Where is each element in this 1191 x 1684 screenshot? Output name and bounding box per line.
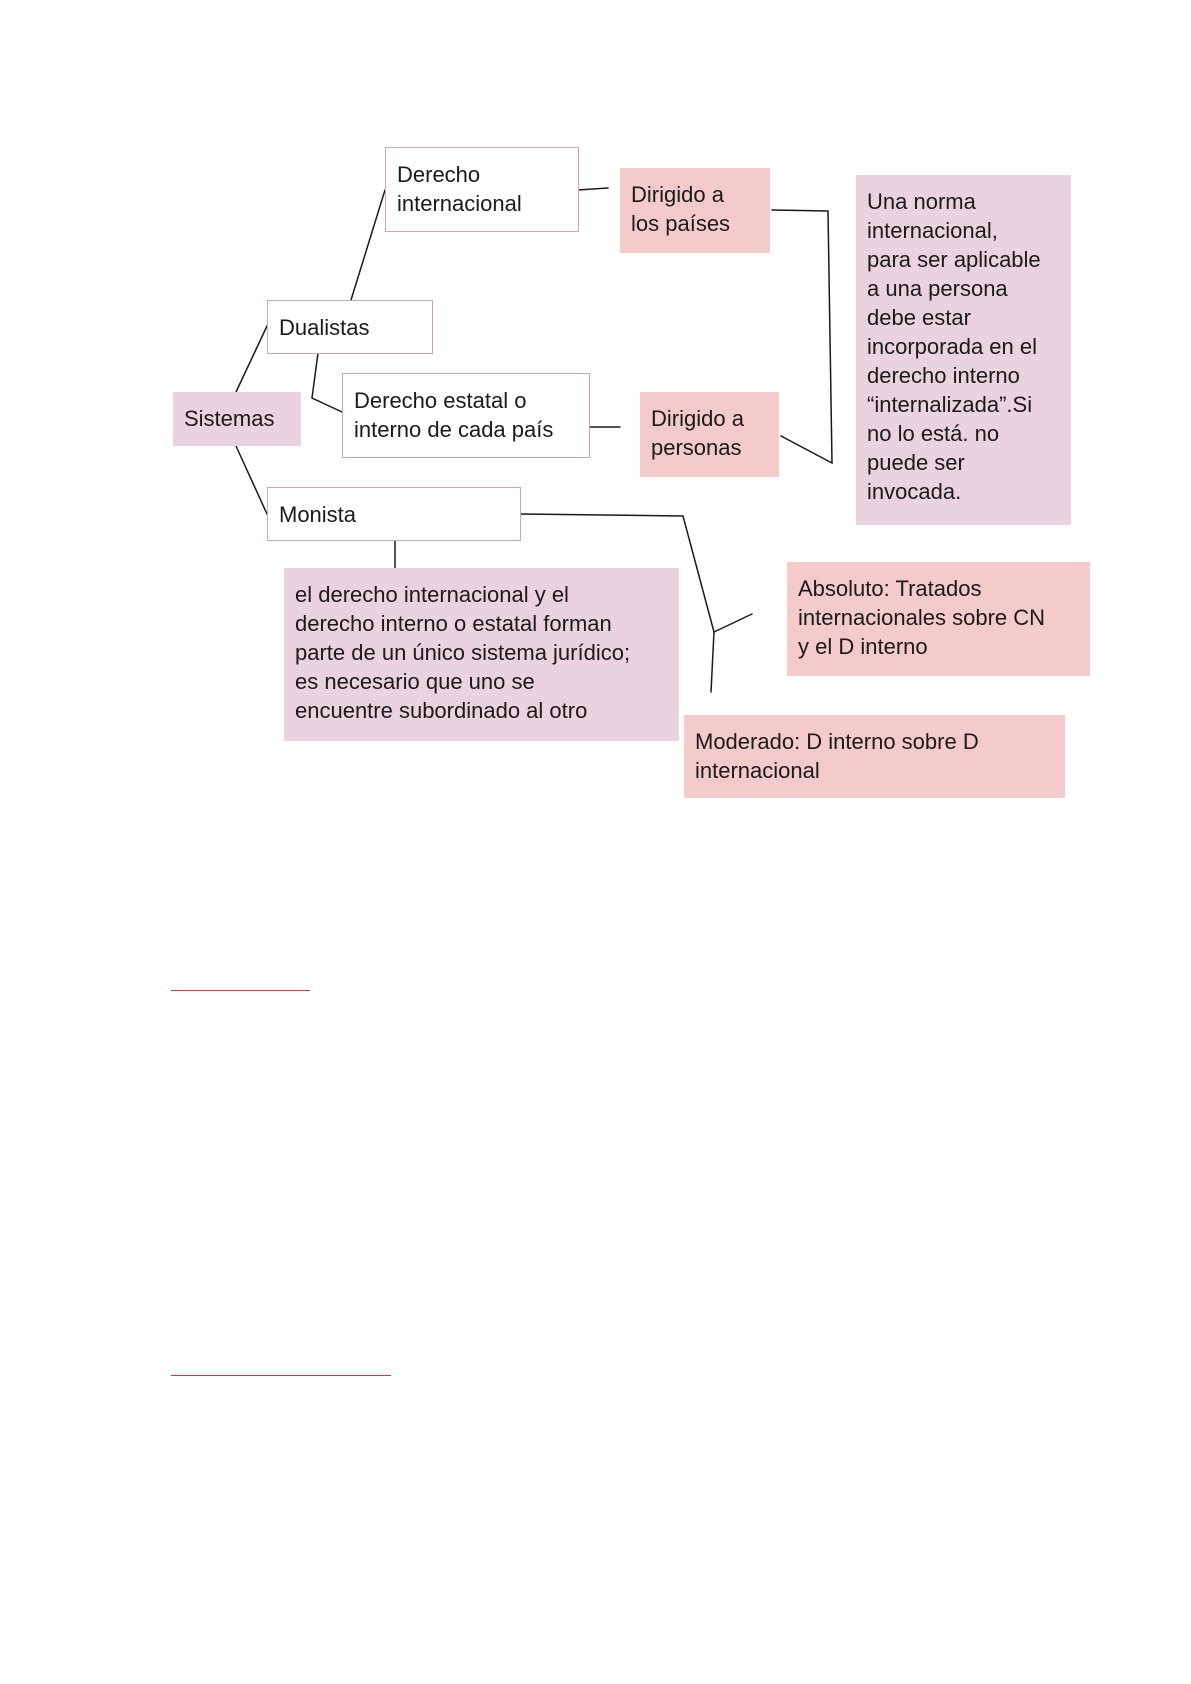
connector-fork-moderado: [710, 631, 715, 693]
node-monista-label: Monista: [279, 502, 357, 527]
node-dirigido-paises: Dirigido a los países: [620, 168, 770, 253]
red-underline-1: [171, 990, 310, 991]
connector-fork-absoluto: [713, 613, 753, 633]
node-absoluto: Absoluto: Tratados internacionales sobre…: [787, 562, 1090, 676]
node-moderado: Moderado: D interno sobre D internaciona…: [684, 715, 1065, 798]
connector-sistemas-monista: [235, 445, 268, 515]
node-dirigido-personas-label: Dirigido a personas: [651, 406, 744, 460]
node-dirigido-paises-label: Dirigido a los países: [631, 182, 731, 236]
node-absoluto-label: Absoluto: Tratados internacionales sobre…: [798, 576, 1046, 659]
node-sistemas: Sistemas: [173, 392, 301, 446]
node-moderado-label: Moderado: D interno sobre D internaciona…: [695, 729, 979, 783]
connector-bracket-norma: [771, 209, 833, 465]
node-derecho-internacional: Derecho internacional: [385, 147, 579, 232]
red-underline-2: [171, 1375, 391, 1376]
node-monista-descripcion: el derecho internacional y el derecho in…: [284, 568, 679, 741]
node-sistemas-label: Sistemas: [184, 406, 275, 431]
node-monista-descripcion-label: el derecho internacional y el derecho in…: [295, 582, 631, 723]
node-derecho-internacional-label: Derecho internacional: [397, 162, 522, 216]
node-dirigido-personas: Dirigido a personas: [640, 392, 779, 477]
node-derecho-estatal: Derecho estatal o interno de cada país: [342, 373, 590, 458]
node-norma-internacional-label: Una norma internacional, para ser aplica…: [867, 189, 1041, 504]
connector-sistemas-dualistas: [235, 325, 268, 393]
connector-dualistas-derecho-internacional: [350, 189, 386, 301]
node-dualistas-label: Dualistas: [279, 315, 370, 340]
node-monista: Monista: [267, 487, 521, 541]
node-dualistas: Dualistas: [267, 300, 433, 354]
node-derecho-estatal-label: Derecho estatal o interno de cada país: [354, 388, 554, 442]
node-norma-internacional: Una norma internacional, para ser aplica…: [856, 175, 1071, 525]
